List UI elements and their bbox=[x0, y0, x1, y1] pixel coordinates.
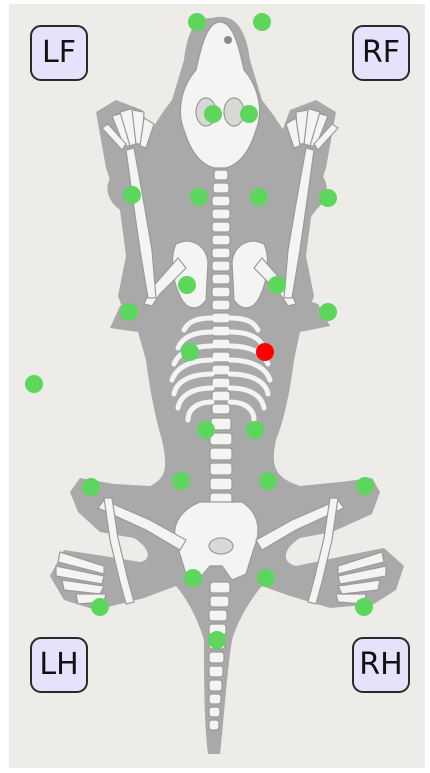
marker-point[interactable] bbox=[250, 188, 268, 206]
marker-point[interactable] bbox=[319, 189, 337, 207]
right-front-button[interactable]: RF bbox=[352, 25, 410, 81]
marker-point[interactable] bbox=[197, 421, 215, 439]
marker-point[interactable] bbox=[25, 375, 43, 393]
marker-point[interactable] bbox=[123, 186, 141, 204]
marker-point[interactable] bbox=[82, 478, 100, 496]
marker-point[interactable] bbox=[240, 105, 258, 123]
left-front-button[interactable]: LF bbox=[30, 25, 88, 81]
marker-point[interactable] bbox=[246, 421, 264, 439]
marker-point[interactable] bbox=[355, 598, 373, 616]
marker-point[interactable] bbox=[356, 477, 374, 495]
marker-point[interactable] bbox=[184, 569, 202, 587]
marker-point[interactable] bbox=[181, 343, 199, 361]
marker-point[interactable] bbox=[259, 472, 277, 490]
marker-point[interactable] bbox=[91, 598, 109, 616]
marker-point[interactable] bbox=[268, 276, 286, 294]
marker-point[interactable] bbox=[204, 105, 222, 123]
marker-point[interactable] bbox=[208, 631, 226, 649]
marker-point[interactable] bbox=[120, 303, 138, 321]
marker-point[interactable] bbox=[172, 472, 190, 490]
marker-point[interactable] bbox=[257, 569, 275, 587]
selected-marker-point[interactable] bbox=[256, 343, 274, 361]
left-hind-button[interactable]: LH bbox=[30, 637, 88, 693]
marker-point[interactable] bbox=[190, 188, 208, 206]
marker-point[interactable] bbox=[188, 13, 206, 31]
marker-point[interactable] bbox=[178, 276, 196, 294]
marker-point[interactable] bbox=[253, 13, 271, 31]
marker-point[interactable] bbox=[319, 303, 337, 321]
right-hind-button[interactable]: RH bbox=[352, 637, 410, 693]
